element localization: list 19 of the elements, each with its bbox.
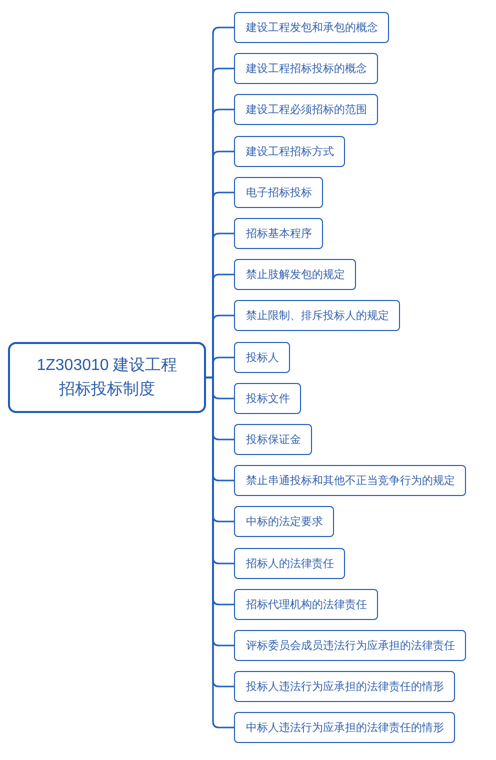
subtopic: 建设工程发包和承包的概念 <box>234 12 389 43</box>
central-topic: 1Z303010 建设工程招标投标制度 <box>8 342 206 413</box>
subtopic: 招标代理机构的法律责任 <box>234 588 378 620</box>
subtopic: 投标文件 <box>234 382 301 414</box>
subtopic: 投标保证金 <box>234 424 312 455</box>
subtopic: 招标基本程序 <box>234 218 323 249</box>
subtopic: 建设工程必须招标的范围 <box>234 94 378 126</box>
subtopic: 中标人违法行为应承担的法律责任的情形 <box>234 712 455 744</box>
subtopic: 禁止肢解发包的规定 <box>234 259 356 290</box>
subtopic: 电子招标投标 <box>234 176 323 208</box>
subtopic: 建设工程招标投标的概念 <box>234 53 378 84</box>
subtopic: 招标人的法律责任 <box>234 548 345 579</box>
subtopic: 投标人违法行为应承担的法律责任的情形 <box>234 671 455 702</box>
subtopic: 禁止串通投标和其他不正当竞争行为的规定 <box>234 465 466 496</box>
subtopic: 投标人 <box>234 342 290 373</box>
subtopic: 评标委员会成员违法行为应承担的法律责任 <box>234 630 466 661</box>
subtopic: 禁止限制、排斥投标人的规定 <box>234 300 400 332</box>
subtopic: 建设工程招标方式 <box>234 136 345 167</box>
subtopic: 中标的法定要求 <box>234 506 334 538</box>
